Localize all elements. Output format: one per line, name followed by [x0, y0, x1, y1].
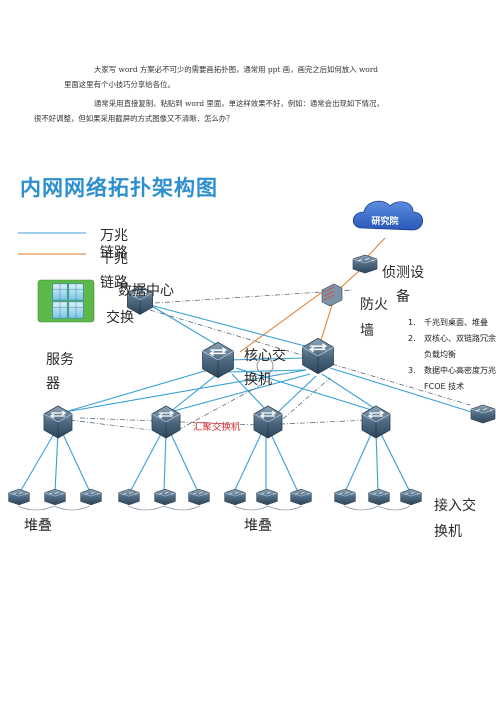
ids-label-2: 备	[396, 289, 410, 305]
core-switch-label-1: 核心交	[244, 348, 286, 364]
legend-10g-label: 万兆	[100, 228, 128, 244]
intro-p2-line1: 通常采用直接复制、粘贴到 word 里面，单这样效果不好，例如：通常会出现如下情…	[94, 99, 384, 108]
server-label-2: 器	[46, 376, 60, 392]
access-switch-edge-icon	[470, 404, 496, 424]
core-stack-ring	[256, 357, 274, 375]
stack-label-middle: 堆叠	[244, 518, 272, 534]
intro-p2-line2: 很不好调整，但如果采用截屏的方式图像又不清晰．怎么办？	[34, 114, 234, 123]
cloud-label: 研究院	[371, 215, 398, 227]
note-item: 2.双核心、双链路冗余	[408, 334, 496, 343]
access-switch-label-1: 接入交	[434, 498, 476, 514]
firewall-icon	[321, 283, 343, 307]
note-item: 负载均衡	[424, 350, 456, 359]
firewall-label-2: 墙	[360, 323, 374, 339]
access-switches	[8, 488, 422, 506]
server-icon	[37, 279, 95, 323]
stack-label-left: 堆叠	[24, 518, 52, 534]
datacenter-label-2: 交换	[106, 310, 134, 326]
intro-paragraph-2: 通常采用直接复制、粘贴到 word 里面，单这样效果不好，例如：通常会出现如下情…	[34, 96, 444, 126]
ids-label-1: 侦测设	[382, 265, 424, 281]
firewall-label-1: 防火	[360, 297, 388, 313]
access-switch-label-2: 换机	[434, 524, 462, 540]
legend-1g-label-2: 链路	[100, 275, 128, 291]
note-item: 1.千兆到桌面、堆叠	[408, 318, 488, 327]
intro-p1-line1: 大家写 word 方案必不可少的需要画拓扑图，通常用 ppt 画，画完之后如何放…	[94, 65, 378, 74]
aggregation-switch-4-icon	[361, 405, 391, 439]
intro-paragraph-1: 大家写 word 方案必不可少的需要画拓扑图，通常用 ppt 画，画完之后如何放…	[64, 62, 444, 92]
aggregation-switch-3-icon	[253, 405, 283, 439]
diagram-title: 内网网络拓扑架构图	[20, 176, 218, 200]
feature-notes-list: 1.千兆到桌面、堆叠 2.双核心、双链路冗余 负载均衡 3.数据中心高密度万兆 …	[408, 315, 496, 395]
datacenter-label-1: 数据中心	[118, 283, 174, 299]
10g-links	[19, 304, 479, 493]
intro-p1-line2: 里面这里有个小技巧分享给各位。	[64, 80, 175, 89]
ids-device-icon	[352, 254, 378, 274]
stack-arcs	[17, 505, 411, 511]
core-switch-label-2: 换机	[244, 372, 272, 388]
aggregation-switch-label: 汇聚交换机	[193, 422, 241, 433]
legend-1g-label: 千兆	[100, 251, 128, 267]
server-label-1: 服务	[46, 352, 74, 368]
note-item: 3.数据中心高密度万兆	[408, 366, 496, 375]
note-item: FCOE 技术	[424, 382, 465, 391]
legend-10g-label-2: 链路	[100, 245, 128, 261]
research-cloud	[352, 200, 424, 231]
gigabit-links	[239, 237, 386, 353]
core-switch-right-icon	[301, 337, 335, 375]
